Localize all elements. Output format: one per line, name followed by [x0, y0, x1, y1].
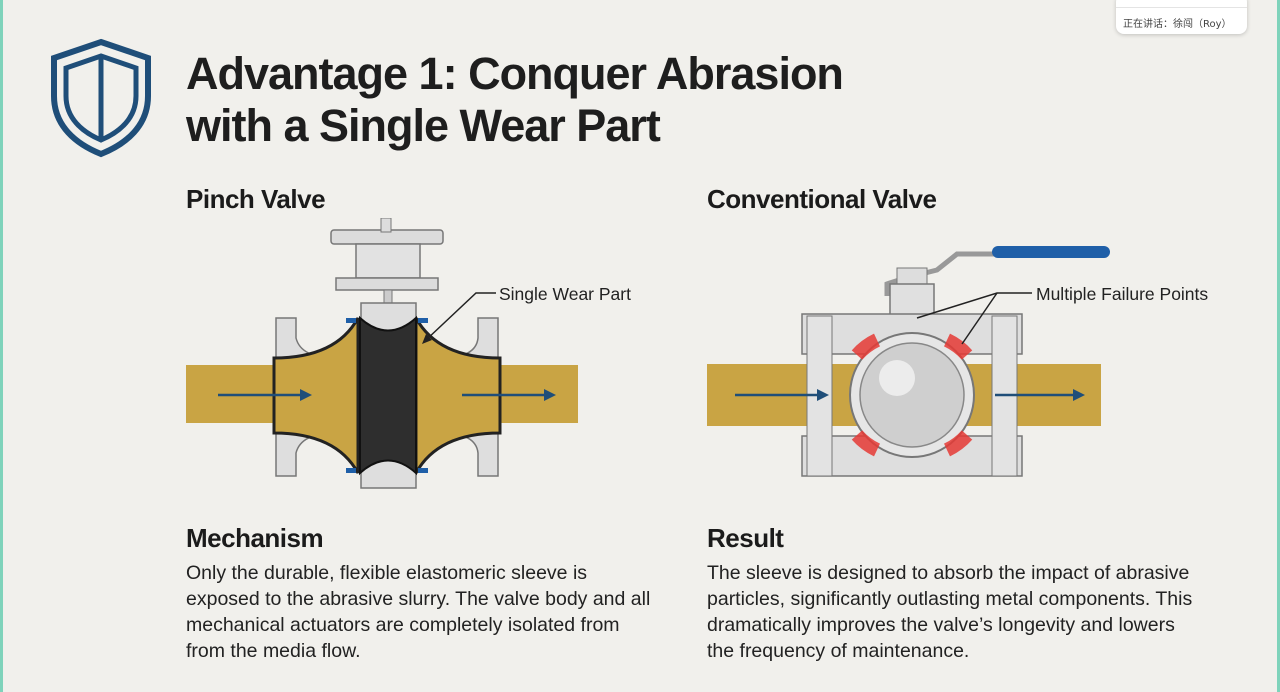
pinch-valve-illustration — [186, 218, 578, 489]
pinch-valve-heading: Pinch Valve — [186, 184, 326, 214]
speaker-text: 正在讲话：徐闯（Roy） — [1123, 19, 1232, 30]
title-line-1: Advantage 1: Conquer Abrasion — [186, 48, 844, 99]
speaker-popup: 正在讲话：徐闯（Roy） — [1116, 0, 1247, 34]
divider — [1116, 7, 1247, 8]
title-line-2: with a Single Wear Part — [186, 100, 661, 151]
window-edge — [0, 0, 3, 692]
window-edge — [1277, 0, 1280, 692]
conventional-valve-heading: Conventional Valve — [707, 184, 937, 214]
result-text: The sleeve is designed to absorb the imp… — [707, 562, 1193, 662]
shield-icon — [51, 38, 151, 158]
result-heading: Result — [707, 523, 784, 553]
mechanism-text: Only the durable, flexible elastomeric s… — [186, 562, 651, 662]
multiple-failure-points-callout: Multiple Failure Points — [1036, 284, 1209, 304]
single-wear-part-callout: Single Wear Part — [499, 284, 631, 304]
mechanism-heading: Mechanism — [186, 523, 324, 553]
slide-title: Advantage 1: Conquer Abrasion with a Sin… — [186, 48, 844, 152]
conventional-valve-illustration — [707, 246, 1110, 477]
